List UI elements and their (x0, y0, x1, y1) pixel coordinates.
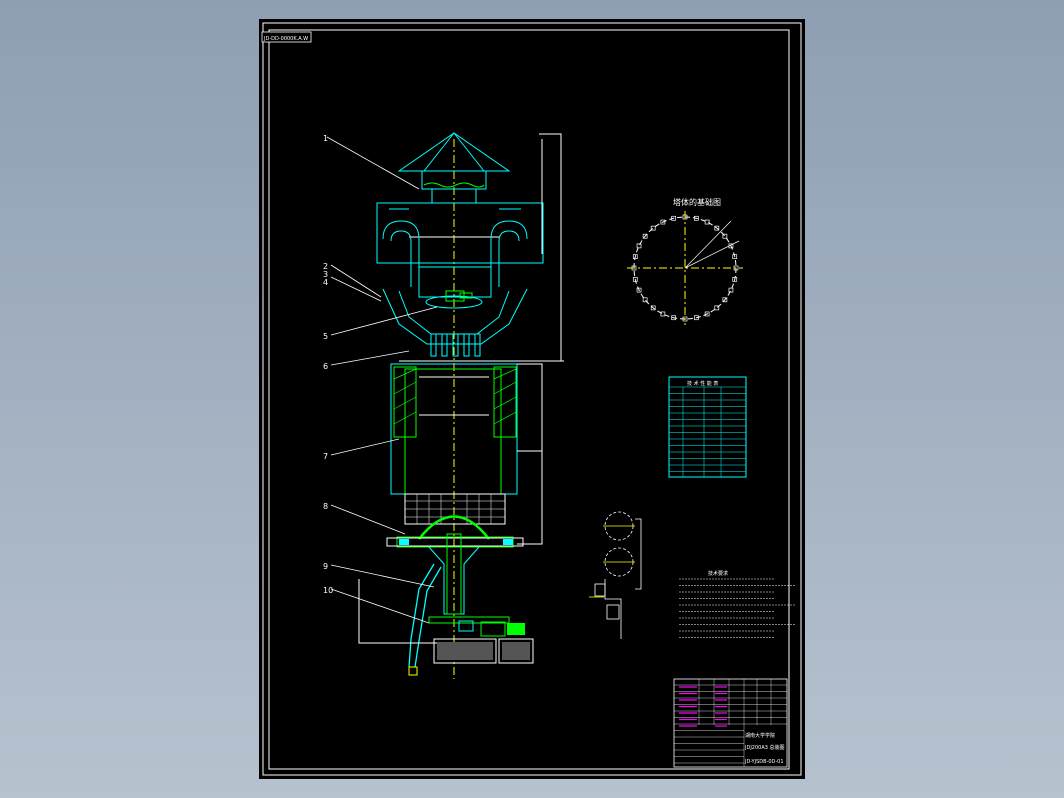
tech-performance-table: 技 术 性 能 表 (668, 376, 747, 478)
callout-7: 7 (323, 452, 328, 461)
grate-dome (418, 515, 490, 540)
foundation-block-right (498, 638, 534, 664)
bolt-hole (714, 305, 720, 311)
bolt-hole (693, 215, 699, 221)
callout-5: 5 (323, 332, 328, 341)
bolt-hole (632, 276, 638, 282)
distributor-disk (425, 295, 483, 309)
right-outlet-pipe (490, 220, 528, 289)
tower-lining (404, 368, 502, 495)
bolt-hole (636, 243, 642, 249)
bolt-hole (722, 233, 728, 239)
callout-8: 8 (323, 502, 328, 511)
callout-6: 6 (323, 362, 328, 371)
callout-leaders (326, 136, 438, 624)
bolt-hole (693, 315, 699, 321)
callout-3: 3 (323, 270, 328, 279)
title-block: 湖南大学学院 JDJ200A3 总装图 JD-YJSDB-0D-01 (673, 678, 788, 768)
foundation-plan: 塔体的基础图 (627, 197, 743, 325)
feed-nozzles (430, 333, 481, 357)
bolt-hole (636, 287, 642, 293)
cyclone-cone (382, 288, 528, 345)
bolt-hole (671, 215, 677, 221)
bolt-hole (660, 311, 666, 317)
callout-10: 10 (323, 586, 333, 595)
bolt-hole (733, 265, 739, 271)
callout-1: 1 (323, 134, 328, 143)
bolt-hole (704, 219, 710, 225)
drawing-sheet[interactable]: JD-DD-0000K.A.W (259, 19, 805, 779)
inner-border (268, 29, 790, 770)
outer-border (262, 22, 802, 776)
chute (408, 563, 435, 668)
bolt-hole (732, 254, 738, 260)
tech-requirements: 技术要求 (679, 570, 795, 638)
main-assembly-drawing (358, 132, 564, 679)
lining-hatch (393, 368, 517, 425)
foundation-plan-title: 塔体的基础图 (673, 197, 721, 207)
bolt-hole (732, 276, 738, 282)
bolt-hole (682, 316, 688, 322)
callout-4: 4 (323, 278, 328, 287)
tech-table-title: 技 术 性 能 表 (687, 380, 718, 387)
motor (480, 621, 506, 637)
bolt-hole (632, 254, 638, 260)
separator-box (376, 202, 544, 264)
bolt-hole (728, 243, 734, 249)
bolt-hole (650, 305, 656, 311)
title-tag-box (261, 31, 312, 43)
tech-requirements-title: 技术要求 (708, 570, 728, 577)
left-outlet-pipe (382, 220, 420, 289)
bolt-hole (714, 225, 720, 231)
callout-2: 2 (323, 262, 328, 271)
base-flange (386, 537, 524, 547)
detail-view (589, 511, 642, 639)
hood-flow-line (423, 182, 485, 188)
bolt-hole (642, 297, 648, 303)
bolt-hole (650, 225, 656, 231)
bolt-hole (682, 214, 688, 220)
bolt-holes (631, 214, 739, 322)
bolt-hole (704, 311, 710, 317)
foundation-block-left (433, 638, 497, 664)
bolt-hole (642, 233, 648, 239)
title-block-drawing-name: JDJ200A3 总装图 (744, 744, 785, 751)
drive-shaft (428, 616, 510, 624)
callout-9: 9 (323, 562, 328, 571)
bolt-hole (728, 287, 734, 293)
cad-drawing: JD-DD-0000K.A.W (261, 22, 802, 776)
title-block-drawing-number: JD-YJSDB-0D-01 (744, 759, 784, 765)
title-block-school: 湖南大学学院 (745, 732, 775, 739)
bolt-hole (722, 297, 728, 303)
bolt-hole (671, 315, 677, 321)
title-tag: JD-DD-0000K.A.W (263, 36, 308, 42)
bolt-hole (631, 265, 637, 271)
bolt-hole (660, 219, 666, 225)
